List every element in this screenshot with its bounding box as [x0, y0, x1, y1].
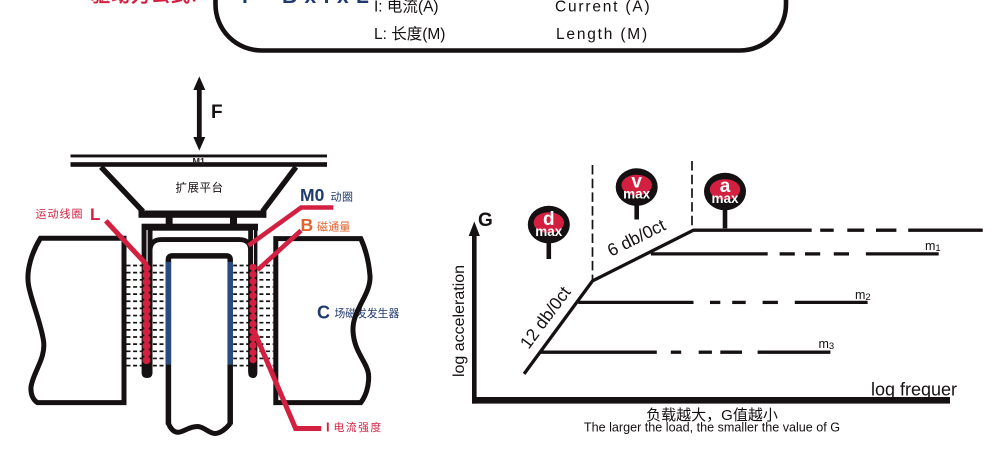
svg-text:Length (M): Length (M): [556, 26, 649, 43]
svg-text:Current (A): Current (A): [555, 0, 651, 16]
svg-text:I: I: [326, 419, 330, 434]
svg-text:v: v: [631, 171, 642, 192]
svg-text:G: G: [478, 210, 493, 231]
svg-text:C: C: [317, 303, 330, 323]
svg-text:运动线圈: 运动线圈: [36, 206, 84, 220]
svg-text:a: a: [720, 176, 731, 197]
svg-text:动圈: 动圈: [331, 191, 354, 204]
svg-text:max: max: [711, 191, 739, 206]
svg-text:磁通量: 磁通量: [317, 221, 351, 234]
svg-text:m3: m3: [819, 337, 835, 352]
svg-text:m1: m1: [925, 239, 941, 254]
svg-text:M1: M1: [193, 157, 206, 167]
svg-text:扩展平台: 扩展平台: [176, 181, 224, 195]
svg-text:log acceleration: log acceleration: [451, 265, 468, 377]
svg-text:I: 电流(A): I: 电流(A): [374, 0, 439, 16]
svg-text:驱动力公式:: 驱动力公式:: [91, 0, 198, 7]
svg-text:d: d: [543, 209, 555, 230]
svg-text:F: F: [211, 102, 223, 123]
svg-text:The larger the load, the small: The larger the load, the smaller the val…: [584, 420, 840, 434]
svg-text:场磁发发生器: 场磁发发生器: [335, 306, 400, 320]
svg-text:B: B: [301, 215, 314, 235]
svg-text:负载越大，G值越小: 负载越大，G值越小: [646, 407, 778, 424]
svg-text:max: max: [535, 224, 563, 239]
svg-text:电流强度: 电流强度: [334, 420, 383, 434]
svg-text:M0: M0: [300, 185, 325, 205]
svg-text:L: L: [90, 205, 100, 224]
svg-text:L: 长度(M): L: 长度(M): [374, 25, 445, 43]
svg-text:max: max: [623, 186, 651, 201]
svg-text:m2: m2: [855, 288, 871, 303]
svg-text:F = B x I x L: F = B x I x L: [242, 0, 370, 8]
svg-text:log frequer: log frequer: [871, 379, 957, 399]
